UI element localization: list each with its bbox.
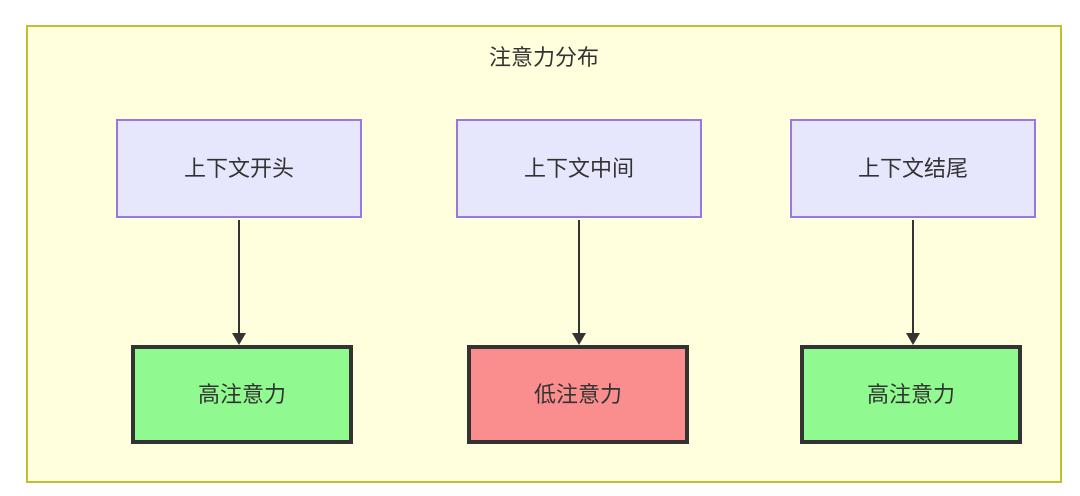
node-context-middle[interactable]: 上下文中间	[456, 119, 702, 218]
edge-context-middle-to-low-attention	[571, 220, 587, 345]
node-low-attention-middle[interactable]: 低注意力	[467, 345, 689, 444]
arrowhead-down-icon	[232, 333, 246, 345]
arrowhead-down-icon	[572, 333, 586, 345]
attention-distribution-group: 注意力分布 上下文开头 上下文中间 上下文结尾 高注意力 低注意力 高注意力	[26, 25, 1062, 483]
edge-context-end-to-high-attention	[905, 220, 921, 345]
edge-line	[912, 220, 914, 333]
diagram-title: 注意力分布	[488, 45, 599, 70]
arrowhead-down-icon	[906, 333, 920, 345]
node-high-attention-left[interactable]: 高注意力	[131, 345, 353, 444]
node-context-end[interactable]: 上下文结尾	[790, 119, 1036, 218]
edge-context-start-to-high-attention	[231, 220, 247, 345]
edge-line	[238, 220, 240, 333]
node-high-attention-right[interactable]: 高注意力	[800, 345, 1022, 444]
edge-line	[578, 220, 580, 333]
node-context-start[interactable]: 上下文开头	[116, 119, 362, 218]
